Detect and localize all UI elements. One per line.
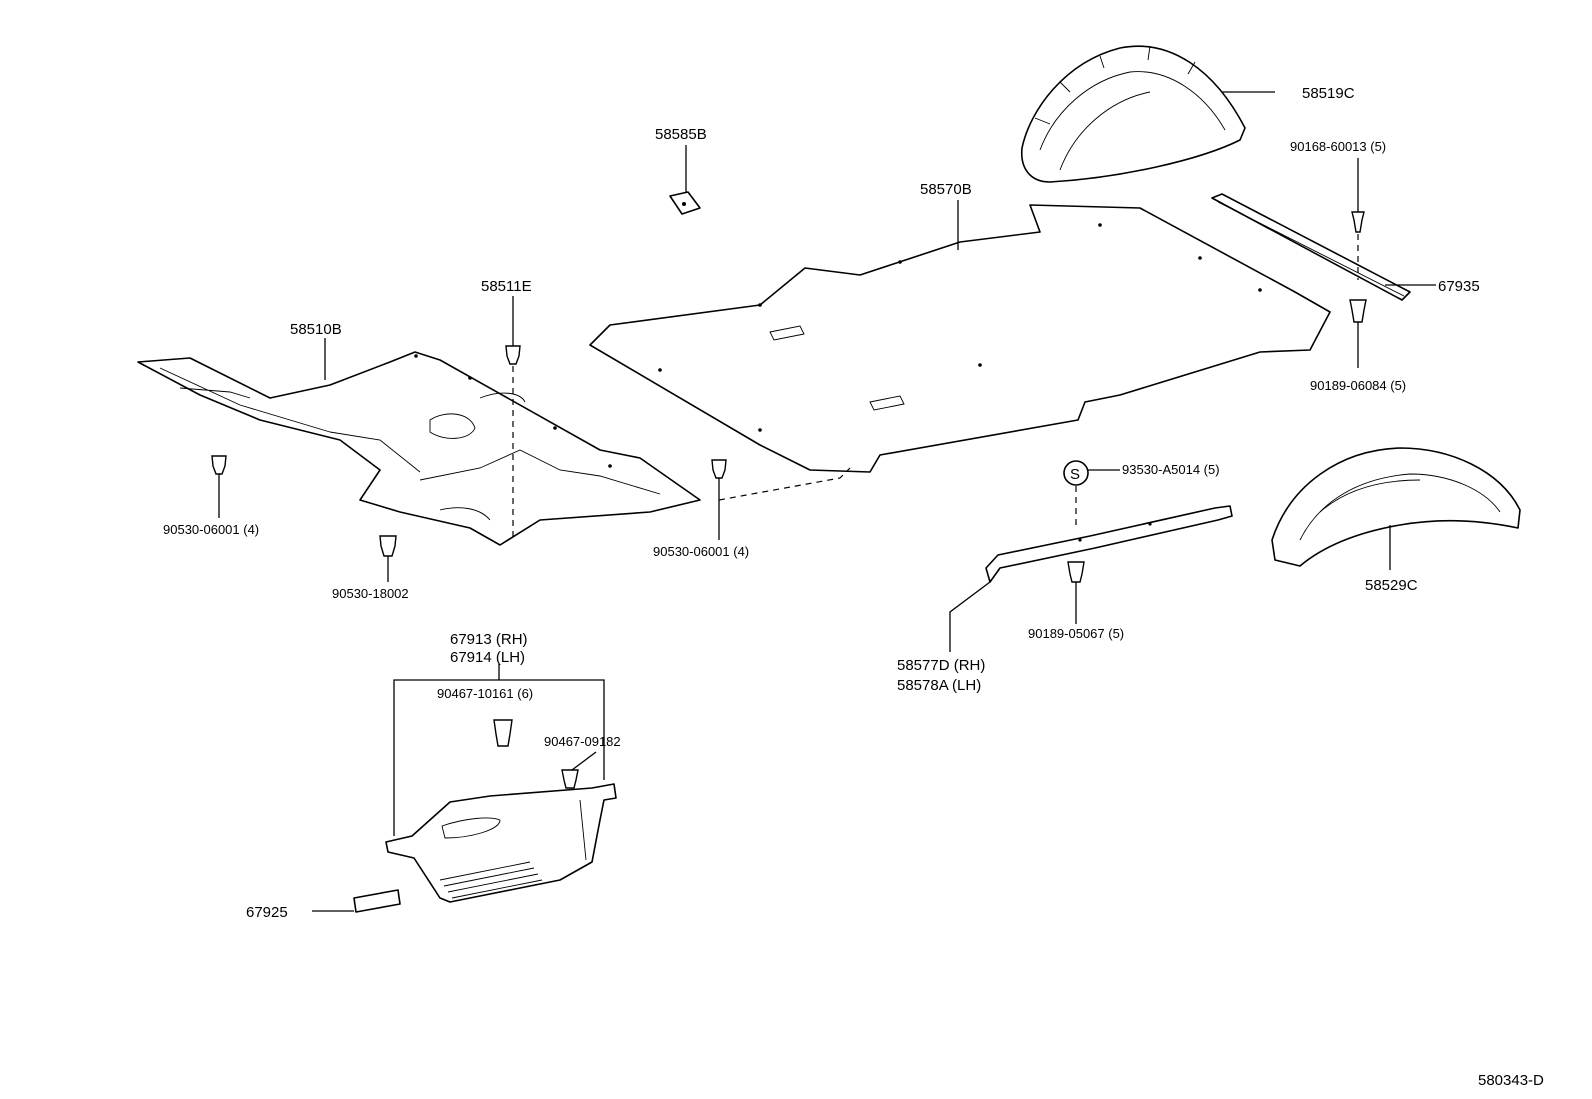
- diagram-id: 580343-D: [1478, 1072, 1544, 1089]
- label-90168-60013: 90168-60013 (5): [1290, 139, 1386, 154]
- label-58577D: 58577D (RH): [897, 657, 985, 674]
- part-58585B-clip[interactable]: [669, 191, 701, 215]
- part-67935-strip[interactable]: [1211, 193, 1411, 301]
- fastener-90530-06001-left[interactable]: [211, 455, 227, 475]
- label-58570B: 58570B: [920, 181, 972, 198]
- fastener-90189-06084[interactable]: [1349, 299, 1367, 323]
- label-90530-18002: 90530-18002: [332, 586, 409, 601]
- part-67925-plate[interactable]: [353, 889, 401, 913]
- fastener-58511E[interactable]: [505, 345, 521, 365]
- label-90467-09182: 90467-09182: [544, 734, 621, 749]
- leader-58577D: [949, 581, 991, 652]
- s-symbol: S: [1070, 466, 1080, 483]
- label-58585B: 58585B: [655, 126, 707, 143]
- label-90189-05067: 90189-05067 (5): [1028, 626, 1124, 641]
- part-58577D-58578A-rail[interactable]: [985, 505, 1233, 583]
- fastener-90467-10161[interactable]: [493, 719, 513, 747]
- fastener-90189-05067[interactable]: [1067, 561, 1085, 583]
- fastener-90530-18002[interactable]: [379, 535, 397, 557]
- label-58511E: 58511E: [481, 278, 532, 295]
- s-circle-icon: [1063, 460, 1089, 486]
- part-58570B-floor-mat[interactable]: [589, 204, 1331, 473]
- label-90530-06001-left: 90530-06001 (4): [163, 522, 259, 537]
- label-58510B: 58510B: [290, 321, 342, 338]
- label-67935: 67935: [1438, 278, 1480, 295]
- label-90189-06084: 90189-06084 (5): [1310, 378, 1406, 393]
- label-58529C: 58529C: [1365, 577, 1418, 594]
- part-58529C-wheelhouse[interactable]: [1271, 447, 1521, 567]
- part-58510B-front-mat[interactable]: [137, 351, 701, 546]
- label-58578A: 58578A (LH): [897, 677, 981, 694]
- label-67913: 67913 (RH): [450, 631, 528, 648]
- part-58519C-tire-cover[interactable]: [1021, 45, 1246, 183]
- label-90467-10161: 90467-10161 (6): [437, 686, 533, 701]
- label-67925: 67925: [246, 904, 288, 921]
- leader-90467-09182: [571, 751, 597, 771]
- fastener-90467-09182[interactable]: [561, 769, 579, 789]
- fastener-90168-60013[interactable]: [1351, 211, 1365, 233]
- fastener-90530-06001-mid[interactable]: [711, 459, 727, 479]
- label-58519C: 58519C: [1302, 85, 1355, 102]
- label-90530-06001-mid: 90530-06001 (4): [653, 544, 749, 559]
- label-93530-A5014: 93530-A5014 (5): [1122, 462, 1220, 477]
- label-67914: 67914 (LH): [450, 649, 525, 666]
- part-67913-67914-step-panel[interactable]: [385, 783, 617, 903]
- dash-90530-mid: [718, 467, 851, 501]
